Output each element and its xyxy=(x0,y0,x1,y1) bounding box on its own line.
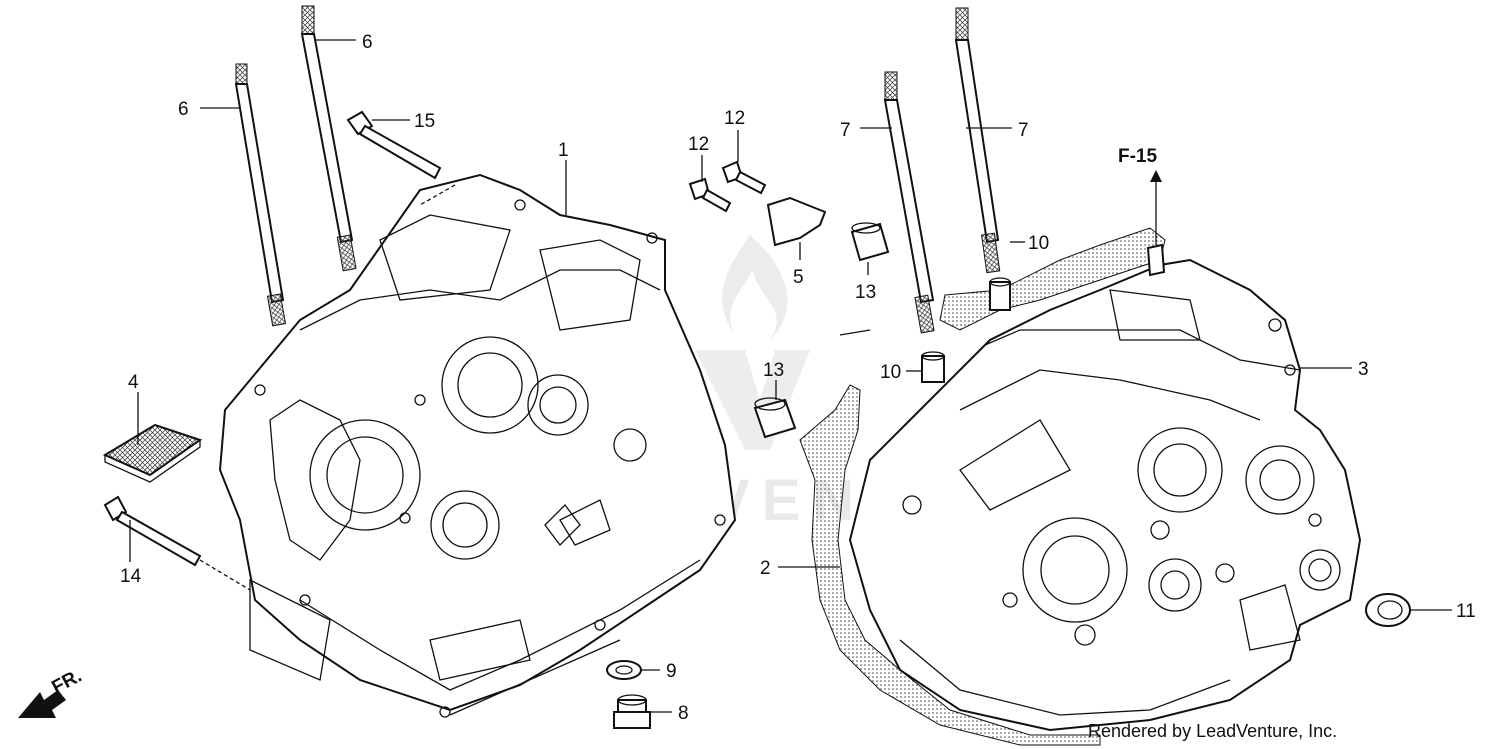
front-direction-indicator: FR. xyxy=(18,666,85,718)
stud-7-left xyxy=(883,71,935,334)
render-credit: Rendered by LeadVenture, Inc. xyxy=(1088,721,1337,741)
stud-7-right xyxy=(954,7,1001,274)
breather-fitting xyxy=(1146,243,1166,277)
callouts: 6 6 15 1 12 12 5 13 13 7 7 10 10 3 4 14 … xyxy=(120,32,1476,724)
bracket-5 xyxy=(766,196,827,247)
stud-6-right xyxy=(300,5,357,272)
callout-1: 1 xyxy=(558,140,569,161)
callout-7-right: 7 xyxy=(1018,120,1029,141)
callout-12-a: 12 xyxy=(724,108,745,129)
callout-14: 14 xyxy=(120,566,142,587)
callout-10-upper: 10 xyxy=(1028,233,1049,254)
f15-arrowhead xyxy=(1150,170,1162,182)
dowel-10-lower xyxy=(921,351,945,383)
callout-15: 15 xyxy=(414,111,435,132)
callout-9: 9 xyxy=(666,661,677,682)
bolt-14 xyxy=(103,495,202,567)
reference-label: F-15 xyxy=(1118,146,1158,167)
callout-4: 4 xyxy=(128,372,139,393)
leader-lines xyxy=(129,39,1452,716)
callout-3: 3 xyxy=(1358,359,1369,380)
gasket xyxy=(799,384,1101,746)
callout-6-right: 6 xyxy=(362,32,373,53)
callout-5: 5 xyxy=(793,267,804,288)
callout-8: 8 xyxy=(678,703,689,724)
v-logo-icon xyxy=(695,350,810,450)
collar-13-upper xyxy=(850,222,890,262)
right-crankcase xyxy=(848,258,1362,732)
callout-13-lower: 13 xyxy=(763,360,784,381)
bolt-15 xyxy=(346,110,442,180)
drain-plug-8 xyxy=(613,694,651,729)
washer-9 xyxy=(606,660,642,680)
callout-10-lower: 10 xyxy=(880,362,901,383)
callout-7-left: 7 xyxy=(840,120,851,141)
filter-screen xyxy=(102,423,203,477)
front-arrow-icon xyxy=(18,690,66,718)
stud-6-left xyxy=(234,63,287,327)
flame-logo-icon xyxy=(722,235,788,340)
left-crankcase xyxy=(218,173,737,718)
bolt-12-b xyxy=(688,177,732,213)
callout-2: 2 xyxy=(760,558,771,579)
collar-13-lower xyxy=(753,397,797,439)
bolt-12-a xyxy=(721,160,767,195)
callout-13-upper: 13 xyxy=(855,282,876,303)
callout-12-b: 12 xyxy=(688,134,709,155)
callout-6-left: 6 xyxy=(178,99,189,120)
dowel-10-upper xyxy=(989,277,1011,311)
callout-11: 11 xyxy=(1456,601,1476,622)
oil-seal-11 xyxy=(1365,593,1411,627)
